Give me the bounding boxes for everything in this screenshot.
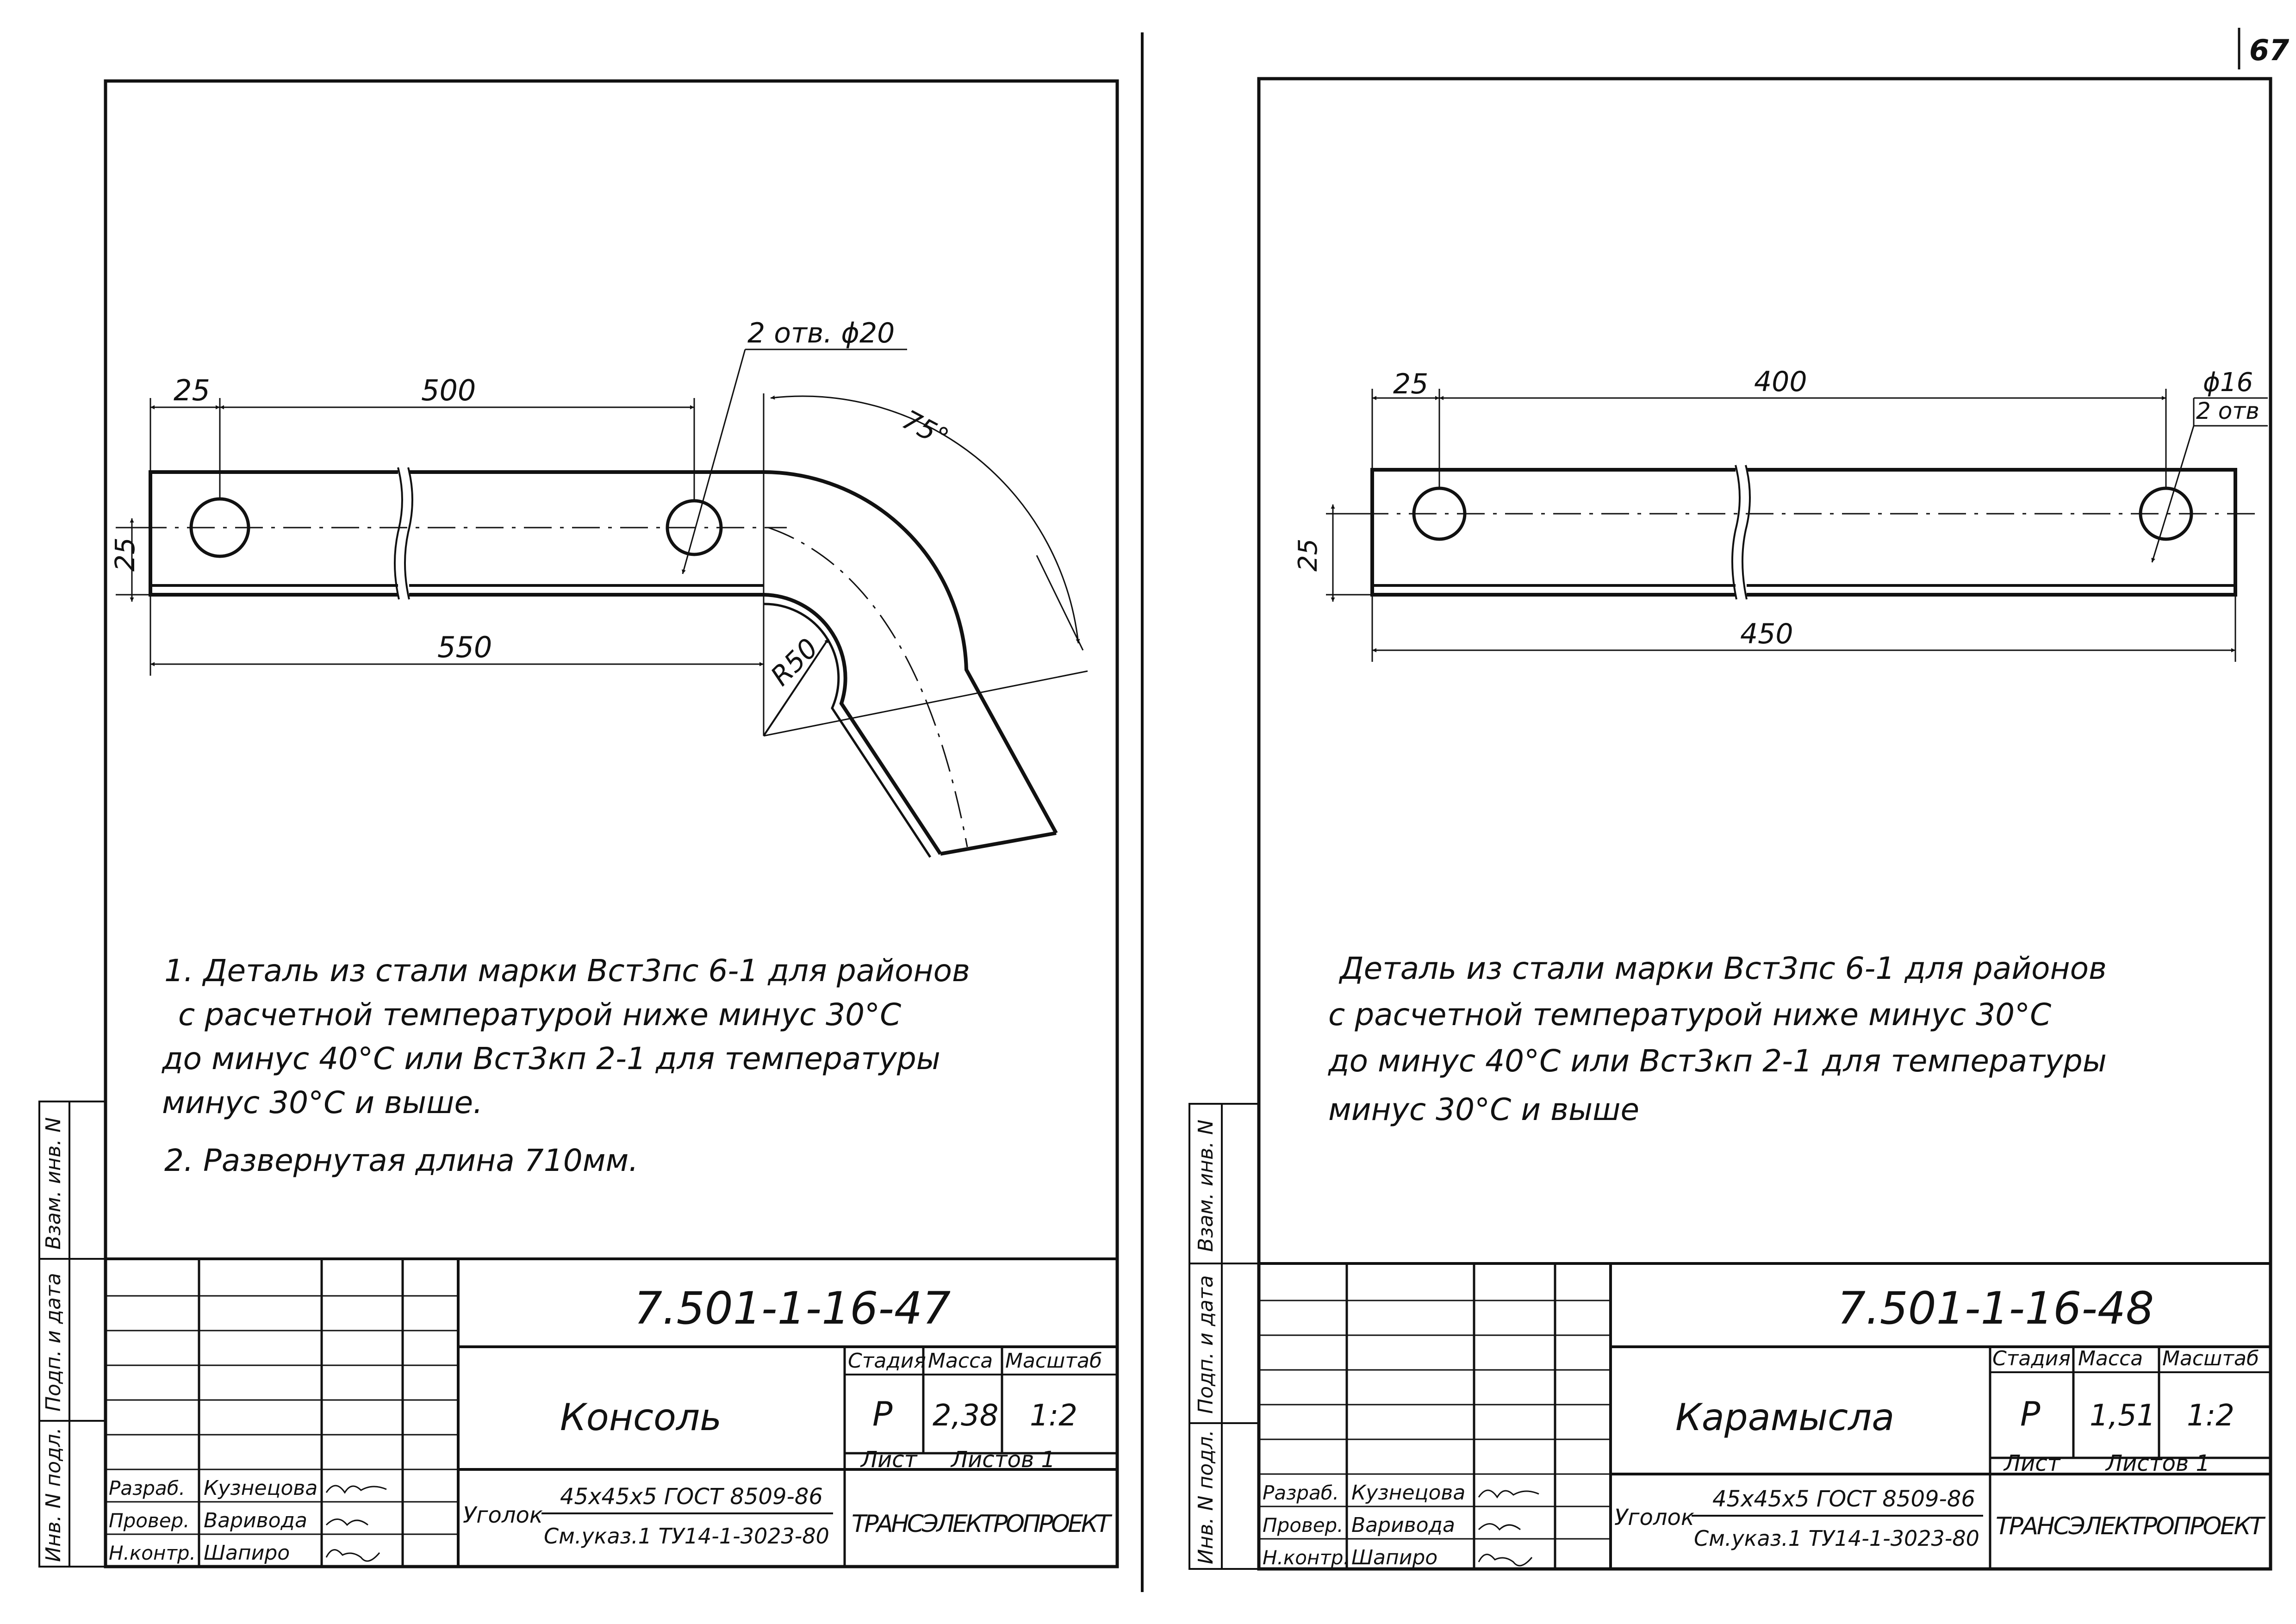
note-line: минус 30°С и выше	[1328, 1092, 1639, 1127]
person-checker: Варивода	[1351, 1513, 1455, 1537]
stamp-original-inv: Инв. N подл.	[1194, 1430, 1218, 1564]
material-standard: 45x45x5 ГОСТ 8509-86	[1712, 1486, 1975, 1512]
holes-callout: 2 отв. ϕ20	[747, 317, 895, 349]
console-straight-body	[149, 470, 398, 597]
note-line: 2. Развернутая длина 710мм.	[164, 1143, 638, 1178]
note-line: до минус 40°С или Вст3кп 2-1 для темпера…	[162, 1041, 940, 1076]
organization-name: ТРАНСЭЛЕКТРОПРОЕКТ	[1996, 1512, 2266, 1540]
mass-header: Масса	[928, 1349, 993, 1373]
stamp-replace-inv: Взам. инв. N	[42, 1117, 65, 1250]
hole-diameter: ϕ16	[2203, 367, 2253, 398]
dim-450: 450	[1740, 618, 1793, 650]
sheets-label: Листов 1	[2105, 1450, 2210, 1476]
page-number: 67	[2249, 33, 2290, 67]
person-developer: Кузнецова	[204, 1476, 317, 1500]
note-line: с расчетной температурой ниже минус 30°С	[1328, 997, 2051, 1033]
person-norm-control: Шапиро	[1351, 1546, 1437, 1569]
break-line	[393, 467, 413, 600]
role-norm-control: Н.контр.	[1263, 1546, 1350, 1569]
role-checker: Провер.	[109, 1509, 190, 1532]
signature	[1478, 1489, 1539, 1567]
dim-25-top: 25	[1393, 368, 1428, 400]
stage-header: Стадия	[848, 1349, 926, 1373]
stamp-replace-inv: Взам. инв. N	[1194, 1120, 1218, 1252]
break-line	[1731, 465, 1751, 600]
mass-header: Масса	[2078, 1347, 2143, 1370]
dim-25-top: 25	[174, 373, 210, 407]
right-sheet: Взам. инв. N Подп. и дата Инв. N подл. 2…	[1188, 77, 2272, 1571]
stamp-sign-date: Подп. и дата	[42, 1273, 65, 1412]
left-side-stamp: Взам. инв. N Подп. и дата Инв. N подл.	[38, 1101, 106, 1568]
dim-25-side: 25	[109, 537, 141, 572]
material-prefix: Уголок	[463, 1502, 543, 1528]
person-norm-control: Шапиро	[204, 1541, 290, 1565]
dim-25-side: 25	[1293, 539, 1323, 572]
role-norm-control: Н.контр.	[109, 1542, 196, 1564]
role-checker: Провер.	[1263, 1514, 1344, 1537]
right-side-stamp: Взам. инв. N Подп. и дата Инв. N подл.	[1188, 1103, 1260, 1570]
scale-value: 1:2	[1030, 1399, 1077, 1433]
stamp-sign-date: Подп. и дата	[1194, 1275, 1218, 1414]
role-developer: Разраб.	[1263, 1481, 1339, 1504]
sheet-label: Лист	[860, 1447, 918, 1473]
material-standard: 45x45x5 ГОСТ 8509-86	[560, 1484, 823, 1510]
stamp-original-inv: Инв. N подл.	[42, 1427, 65, 1562]
sheet-label: Лист	[2003, 1450, 2061, 1476]
sheets-label: Листов 1	[950, 1447, 1055, 1473]
mass-value: 2,38	[933, 1399, 999, 1433]
rocker-part-drawing: 25 400 ϕ16 2 отв 25 450	[1293, 366, 2268, 662]
scale-value: 1:2	[2187, 1399, 2234, 1433]
organization-name: ТРАНСЭЛЕКТРОПРОЕКТ	[852, 1510, 1113, 1538]
radius-label: R50	[765, 632, 824, 692]
note-line: до минус 40°С или Вст3кп 2-1 для темпера…	[1328, 1043, 2107, 1079]
holes-count: 2 отв	[2196, 398, 2259, 424]
stage-header: Стадия	[1992, 1347, 2071, 1370]
note-line: Деталь из стали марки Вст3пс 6-1 для рай…	[1338, 951, 2107, 986]
left-sheet: Взам. инв. N Подп. и дата Инв. N подл.	[38, 79, 1119, 1568]
note-line: минус 30°С и выше.	[162, 1085, 483, 1120]
material-spec: См.указ.1 ТУ14-1-3023-80	[1694, 1526, 1979, 1551]
console-part-drawing: R50 75° 25 500 2 отв. ϕ20 25	[109, 317, 1088, 858]
right-title-block: 7.501-1-16-48 Карамысла Стадия Масса Мас…	[1257, 1262, 2272, 1570]
role-developer: Разраб.	[109, 1477, 185, 1500]
scale-header: Масштаб	[1005, 1349, 1102, 1373]
rocker-body-right	[1747, 468, 2237, 597]
person-checker: Варивода	[204, 1509, 307, 1532]
stage-value: Р	[2020, 1394, 2041, 1433]
person-developer: Кузнецова	[1351, 1481, 1465, 1505]
rocker-body-left	[1370, 468, 1736, 597]
dim-400: 400	[1754, 366, 1807, 398]
angle-label: 75°	[897, 404, 954, 454]
note-line: с расчетной температурой ниже минус 30°С	[178, 997, 901, 1033]
dim-500: 500	[421, 373, 476, 407]
right-notes: Деталь из стали марки Вст3пс 6-1 для рай…	[1328, 951, 2107, 1127]
dim-550: 550	[437, 630, 492, 664]
doc-number: 7.501-1-16-47	[634, 1282, 951, 1334]
signature	[325, 1485, 387, 1562]
stage-value: Р	[872, 1394, 893, 1433]
mass-value: 1,51	[2090, 1399, 2156, 1433]
left-frame	[104, 79, 1119, 1568]
doc-number: 7.501-1-16-48	[1837, 1282, 2154, 1334]
material-spec: См.указ.1 ТУ14-1-3023-80	[544, 1524, 829, 1549]
material-prefix: Уголок	[1614, 1505, 1694, 1531]
left-title-block: 7.501-1-16-47 Консоль Стадия Масса Масшт…	[104, 1257, 1119, 1568]
part-name: Карамысла	[1675, 1396, 1894, 1439]
left-notes: 1. Деталь из стали марки Вст3пс 6-1 для …	[162, 953, 970, 1178]
part-name: Консоль	[560, 1396, 722, 1439]
scale-header: Масштаб	[2162, 1347, 2259, 1370]
console-bend-inner	[763, 593, 942, 855]
note-line: 1. Деталь из стали марки Вст3пс 6-1 для …	[164, 953, 970, 989]
